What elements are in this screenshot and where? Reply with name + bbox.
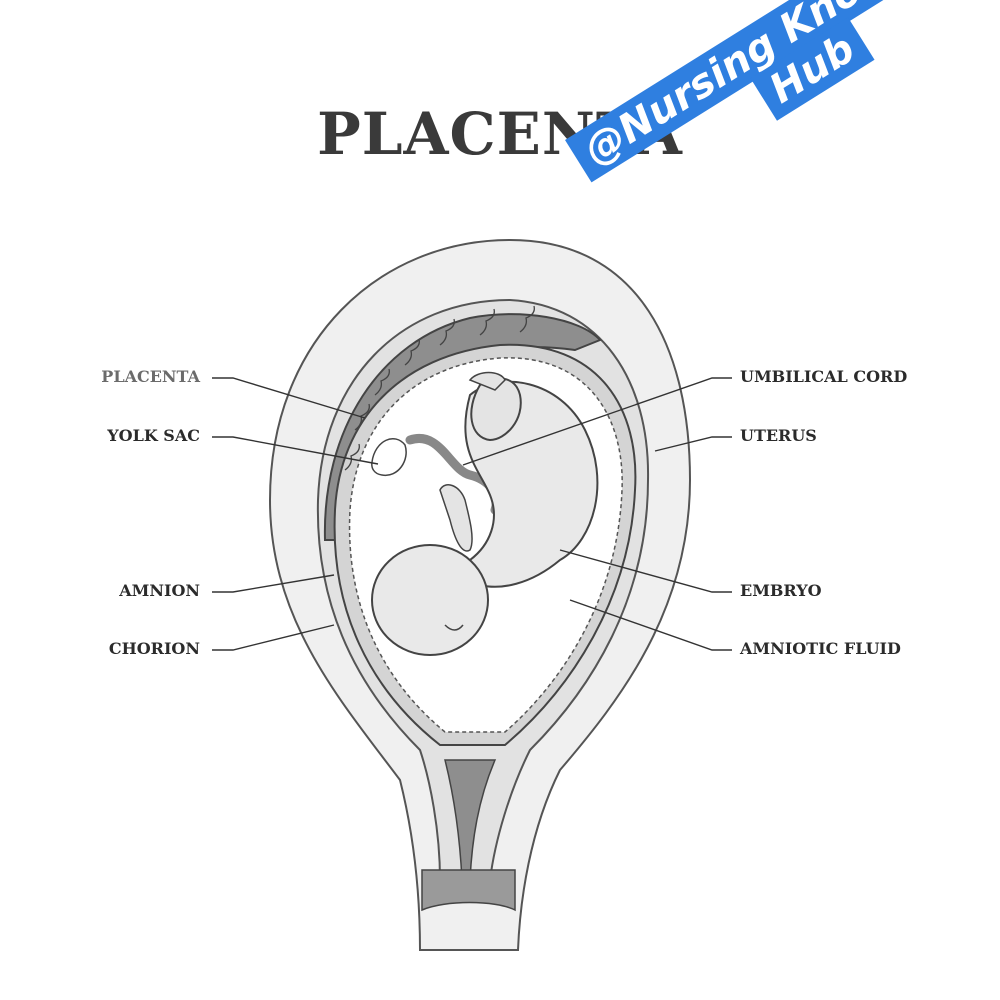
label-amniotic-fluid: AMNIOTIC FLUID: [740, 639, 901, 658]
leader-embryo: [559, 549, 732, 593]
placenta-villi: [344, 305, 535, 471]
leader-uterus: [654, 436, 732, 452]
yolk-sac: [371, 438, 407, 476]
embryo-eye: [444, 624, 464, 631]
label-umbilical-cord: UMBILICAL CORD: [740, 367, 908, 386]
leader-umbilical-cord: [462, 377, 732, 466]
embryo-foot: [468, 371, 506, 391]
embryo-head: [371, 544, 489, 656]
label-chorion: CHORION: [108, 639, 200, 658]
leader-placenta: [212, 377, 366, 419]
leader-lines: [212, 377, 732, 651]
label-placenta: PLACENTA: [101, 367, 200, 386]
label-uterus: UTERUS: [740, 426, 817, 445]
label-embryo: EMBRYO: [740, 581, 822, 600]
label-amnion: AMNION: [119, 581, 200, 600]
cervix-plug: [421, 869, 516, 912]
leader-amnion: [212, 574, 335, 593]
label-yolk-sac: YOLK SAC: [107, 426, 200, 445]
leader-chorion: [212, 624, 335, 651]
leader-yolk-sac: [212, 436, 379, 465]
leader-amniotic-fluid: [569, 599, 732, 651]
embryo-leg: [470, 377, 522, 442]
embryo-arm: [439, 484, 473, 552]
